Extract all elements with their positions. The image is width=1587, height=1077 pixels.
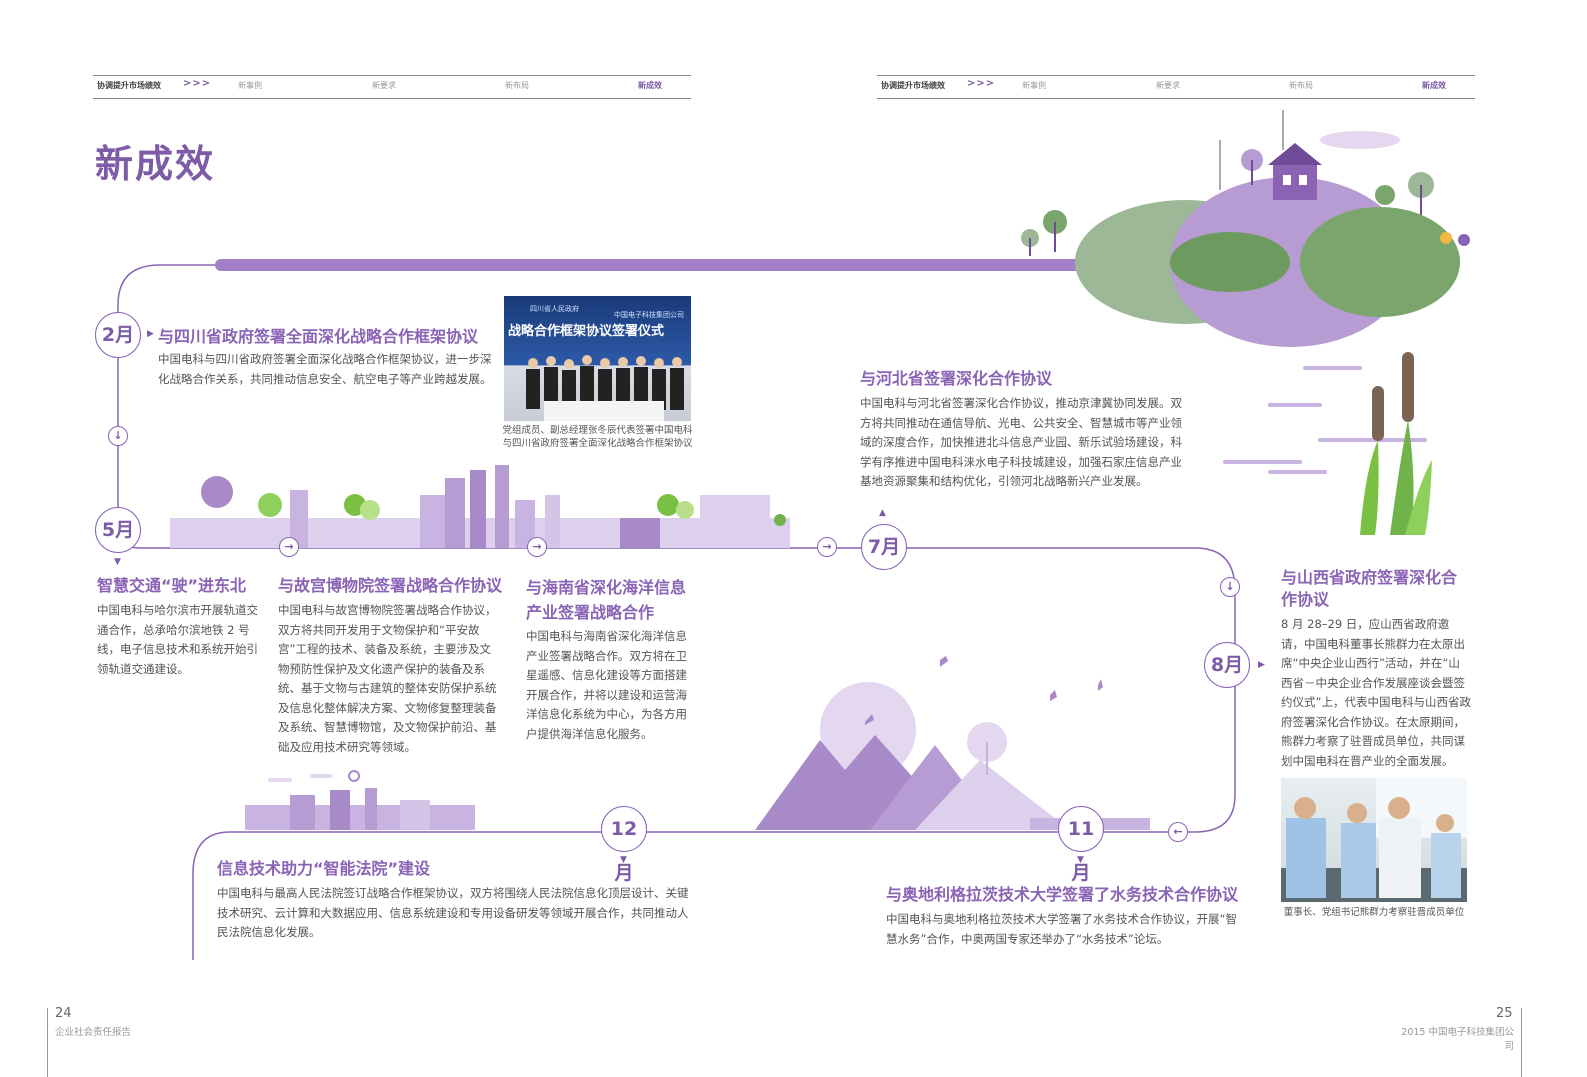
photo-banner-main: 战略合作框架协议签署仪式 bbox=[508, 324, 665, 339]
event-title: 与山西省政府签署深化合作协议 bbox=[1281, 568, 1458, 609]
page-number-right: 25 bbox=[1496, 1006, 1513, 1021]
cattail-illustration bbox=[1223, 352, 1432, 535]
nav-item-cases[interactable]: 新事例 bbox=[1022, 81, 1046, 90]
event-title: 信息技术助力“智能法院”建设 bbox=[217, 859, 431, 878]
nav-arrows-icon: >>> bbox=[967, 78, 996, 89]
down-arrow-icon: ↓ bbox=[1220, 577, 1240, 597]
nav-section-label: 协调提升市场绩效 bbox=[97, 81, 161, 90]
event-harbin: 智慧交通“驶”进东北 中国电科与哈尔滨市开展轨道交通合作，总承哈尔滨地铁 2 号… bbox=[97, 575, 262, 679]
mountains-illustration bbox=[755, 656, 1150, 830]
nav-item-layout[interactable]: 新布局 bbox=[505, 81, 529, 90]
event-court: 信息技术助力“智能法院”建设 中国电科与最高人民法院签订战略合作框架协议，双方将… bbox=[217, 858, 689, 943]
event-body: 中国电科与故宫博物院签署战略合作协议，双方将共同开发用于文物保护和“平安故宫”工… bbox=[278, 603, 497, 754]
footer-company: 2015 中国电子科技集团公司 bbox=[1401, 1027, 1514, 1052]
right-arrow-icon: → bbox=[817, 537, 837, 557]
page-title: 新成效 bbox=[95, 142, 216, 186]
nav-item-requirements[interactable]: 新要求 bbox=[372, 81, 396, 90]
arrow-right-icon: ▶ bbox=[1258, 660, 1265, 670]
city-skyline-illustration bbox=[170, 465, 790, 548]
footer-divider-left bbox=[47, 1008, 48, 1077]
month-marker-jul: 7月 bbox=[861, 524, 907, 570]
month-marker-dec: 12月 bbox=[601, 806, 647, 884]
event-hebei: 与河北省签署深化合作协议 中国电科与河北省签署深化合作协议，推动京津冀协同发展。… bbox=[860, 368, 1190, 492]
arrow-down-icon: ▼ bbox=[1077, 855, 1084, 865]
month-marker-nov: 11月 bbox=[1058, 806, 1104, 884]
down-arrow-icon: ↓ bbox=[108, 426, 128, 446]
arrow-right-icon: ▶ bbox=[147, 329, 154, 339]
nav-arrows-icon: >>> bbox=[183, 78, 212, 89]
event-body: 8 月 28–29 日，应山西省政府邀请，中国电科董事长熊群力在太原出席“中央企… bbox=[1281, 617, 1471, 768]
event-title: 与海南省深化海洋信息产业签署战略合作 bbox=[526, 578, 687, 622]
month-marker-feb: 2月 bbox=[95, 312, 141, 358]
photo-banner-left: 四川省人民政府 bbox=[530, 305, 579, 313]
event-title: 智慧交通“驶”进东北 bbox=[97, 576, 247, 595]
event-body: 中国电科与四川省政府签署全面深化战略合作框架协议，进一步深化战略合作关系，共同推… bbox=[158, 352, 492, 386]
page-number-left: 24 bbox=[55, 1006, 72, 1021]
photo-banner-right: 中国电子科技集团公司 bbox=[614, 311, 684, 319]
hill-village-illustration bbox=[1021, 110, 1470, 347]
photo-caption: 董事长、党组书记熊群力考察驻晋成员单位 bbox=[1283, 907, 1465, 918]
nav-section-label: 协调提升市场绩效 bbox=[881, 81, 945, 90]
nav-item-results[interactable]: 新成效 bbox=[638, 81, 662, 90]
event-title: 与故宫博物院签署战略合作协议 bbox=[278, 576, 503, 595]
event-sichuan: 与四川省政府签署全面深化战略合作框架协议 中国电科与四川省政府签署全面深化战略合… bbox=[158, 326, 493, 389]
event-body: 中国电科与河北省签署深化合作协议，推动京津冀协同发展。双方将共同推动在通信导航、… bbox=[860, 396, 1182, 488]
event-body: 中国电科与哈尔滨市开展轨道交通合作，总承哈尔滨地铁 2 号线，电子信息技术和系统… bbox=[97, 603, 258, 676]
people-silhouettes bbox=[526, 355, 684, 421]
signing-photo: 四川省人民政府 中国电子科技集团公司 战略合作框架协议签署仪式 bbox=[504, 296, 691, 421]
event-body: 中国电科与最高人民法院签订战略合作框架协议，双方将围绕人民法院信息化顶层设计、关… bbox=[217, 886, 689, 939]
photo-caption: 党组成员、副总经理张冬辰代表签署中国电科与四川省政府签署全面深化战略合作框架协议 bbox=[502, 425, 693, 449]
event-title: 与奥地利格拉茨技术大学签署了水务技术合作协议 bbox=[886, 885, 1239, 904]
nav-item-requirements[interactable]: 新要求 bbox=[1156, 81, 1180, 90]
nav-bar-left: 协调提升市场绩效 >>> 新事例 新要求 新布局 新成效 bbox=[93, 75, 691, 99]
event-shanxi: 与山西省政府签署深化合作协议 8 月 28–29 日，应山西省政府邀请，中国电科… bbox=[1281, 567, 1471, 771]
month-marker-aug: 8月 bbox=[1204, 642, 1250, 688]
footer-report-title: 企业社会责任报告 bbox=[55, 1027, 132, 1038]
event-hainan: 与海南省深化海洋信息产业签署战略合作 中国电科与海南省深化海洋信息产业签署战略合… bbox=[526, 575, 691, 744]
timeline-path bbox=[117, 264, 1236, 960]
arrow-up-icon: ▲ bbox=[879, 508, 886, 518]
right-arrow-icon: → bbox=[527, 537, 547, 557]
town-illustration bbox=[245, 770, 475, 830]
month-marker-may: 5月 bbox=[95, 507, 141, 553]
event-title: 与河北省签署深化合作协议 bbox=[860, 369, 1053, 388]
nav-item-results[interactable]: 新成效 bbox=[1422, 81, 1446, 90]
arrow-down-icon: ▼ bbox=[620, 855, 627, 865]
footer-divider-right bbox=[1521, 1008, 1522, 1077]
right-arrow-icon: → bbox=[279, 537, 299, 557]
inspection-photo bbox=[1281, 778, 1467, 902]
event-body: 中国电科与奥地利格拉茨技术大学签署了水务技术合作协议，开展“智慧水务”合作，中奥… bbox=[886, 912, 1237, 946]
nav-item-cases[interactable]: 新事例 bbox=[238, 81, 262, 90]
event-title: 与四川省政府签署全面深化战略合作框架协议 bbox=[158, 327, 479, 346]
left-arrow-icon: ← bbox=[1168, 822, 1188, 842]
arrow-down-icon: ▼ bbox=[114, 557, 121, 567]
inspection-scene bbox=[1281, 778, 1467, 902]
nav-item-layout[interactable]: 新布局 bbox=[1289, 81, 1313, 90]
nav-bar-right: 协调提升市场绩效 >>> 新事例 新要求 新布局 新成效 bbox=[877, 75, 1475, 99]
event-austria: 与奥地利格拉茨技术大学签署了水务技术合作协议 中国电科与奥地利格拉茨技术大学签署… bbox=[886, 884, 1246, 949]
event-body: 中国电科与海南省深化海洋信息产业签署战略合作。双方将在卫星遥感、信息化建设等方面… bbox=[526, 629, 687, 741]
event-palace: 与故宫博物院签署战略合作协议 中国电科与故宫博物院签署战略合作协议，双方将共同开… bbox=[278, 575, 502, 757]
